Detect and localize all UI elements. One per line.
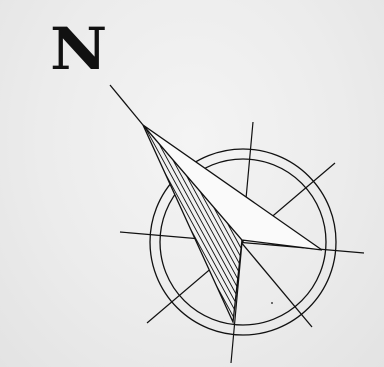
speck-mark [271, 302, 273, 304]
north-pointer-line [110, 85, 143, 125]
